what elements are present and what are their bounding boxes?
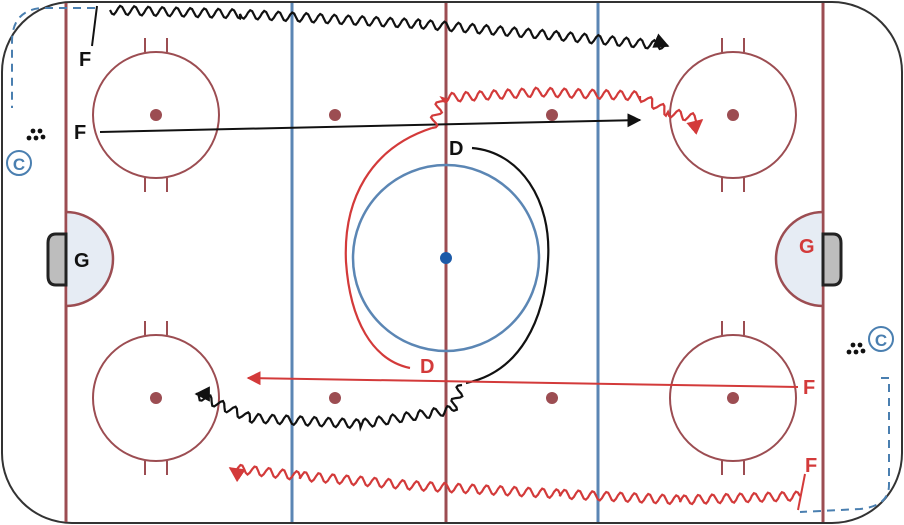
crease-left (64, 210, 115, 308)
faceoff-circle-top-left (92, 51, 220, 179)
puck-pile-icon (846, 342, 866, 355)
faceoff-circle-bottom-left (92, 334, 220, 462)
net-right (821, 232, 843, 287)
coach-path-left (11, 7, 95, 108)
crease-right (774, 210, 825, 308)
black-f-top-skating-path (109, 4, 670, 51)
black-forward-top: F (79, 49, 91, 71)
coach-left-label: C (13, 155, 25, 174)
black-d-puck-carry-path (194, 383, 464, 432)
coach-path-right (799, 377, 890, 513)
hash-marks (144, 38, 745, 475)
red-defense: D (420, 356, 434, 378)
coach-right-label: C (875, 331, 887, 350)
coach-icon: C (6, 150, 32, 176)
black-d-skate-path (465, 146, 550, 385)
red-forward-bottom: F (805, 455, 817, 477)
center-circle (351, 163, 541, 353)
black-f-top-stick-mark (91, 5, 98, 47)
red-forward-mid: F (803, 377, 815, 399)
black-defense: D (449, 138, 463, 160)
red-f-bottom-stick-mark (797, 473, 806, 511)
center-dot (440, 252, 452, 264)
red-d-puck-carry-path (429, 86, 704, 135)
black-forward-mid: F (74, 122, 86, 144)
red-goalie: G (799, 236, 815, 258)
black-f-mid-pass (99, 113, 642, 133)
black-goalie: G (74, 250, 90, 272)
faceoff-dots (150, 109, 739, 404)
faceoff-circle-bottom-right (669, 334, 797, 462)
puck-pile-icon (26, 128, 46, 141)
net-left (46, 232, 68, 287)
red-d-skate-path (344, 126, 433, 370)
red-f-bottom-skating-path (228, 463, 801, 506)
coach-icon: C (868, 326, 894, 352)
red-f-mid-pass (246, 371, 799, 388)
